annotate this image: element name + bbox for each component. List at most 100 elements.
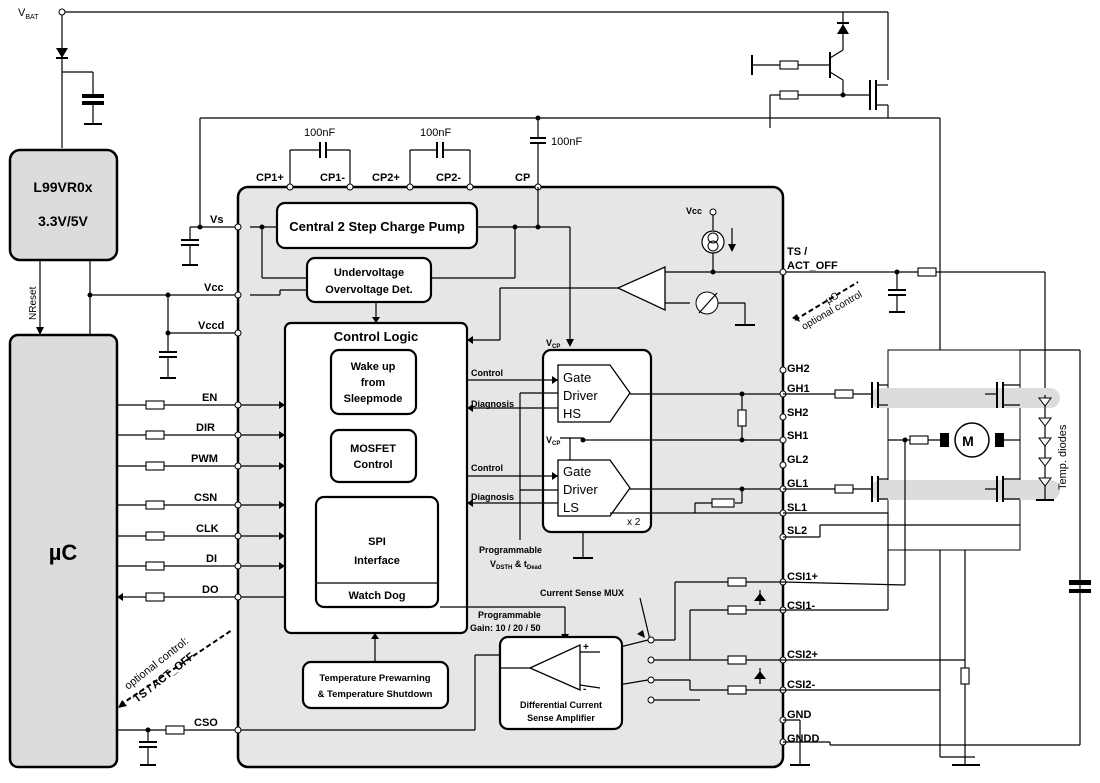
uv-line2: Overvoltage Det.	[325, 284, 412, 296]
pin-dir: DIR	[196, 422, 215, 434]
gate-driver-hs	[557, 364, 631, 423]
wakeup-line1: Wake up	[351, 361, 396, 373]
pin-csi2p: CSI2+	[787, 649, 818, 661]
spi-line2: Interface	[354, 555, 400, 567]
temp-diodes-label: Temp. diodes	[1057, 424, 1069, 490]
pin-vccd: Vccd	[198, 320, 224, 332]
pin-ts: TS /	[787, 246, 807, 258]
vcp-top-label: VCP	[546, 338, 560, 350]
amp-plus: +	[583, 642, 589, 653]
pin-csi1m: CSI1-	[787, 600, 815, 612]
control2-label: Control	[471, 463, 503, 473]
pin-gl1: GL1	[787, 478, 808, 490]
temperature-line2: & Temperature Shutdown	[318, 689, 433, 700]
vbat-rail	[56, 8, 889, 148]
pin-gnd: GND	[787, 709, 812, 721]
diagnosis1-label: Diagnosis	[471, 399, 514, 409]
pin-cp2m: CP2-	[436, 172, 461, 184]
prog-gain-line2: Gain: 10 / 20 / 50	[470, 623, 541, 633]
nreset-label: NReset	[28, 286, 39, 320]
supply-wiring	[159, 117, 940, 379]
diff-amp-line2: Sense Amplifier	[527, 713, 595, 723]
pin-sl2: SL2	[787, 525, 807, 537]
control-diagnosis-wiring	[467, 376, 558, 540]
ts-external	[783, 267, 1046, 395]
gate-ls-line1: Gate	[563, 464, 591, 479]
current-sense-wiring	[675, 577, 1080, 766]
gate-driver-outputs	[580, 391, 783, 514]
regulator-block	[8, 148, 119, 262]
programmable1-label: Programmable	[479, 545, 542, 555]
pin-gh1: GH1	[787, 383, 810, 395]
pin-sh2: SH2	[787, 407, 808, 419]
pin-cp2p: CP2+	[372, 172, 400, 184]
left-pins	[234, 223, 242, 734]
pin-vs: Vs	[210, 214, 223, 226]
charge-pump-caps	[289, 115, 546, 187]
watchdog-label: Watch Dog	[348, 590, 405, 602]
spi-line1: SPI	[368, 536, 386, 548]
ts-comparator	[467, 208, 783, 344]
pin-en: EN	[202, 392, 217, 404]
pin-do: DO	[202, 584, 219, 596]
pin-vcc: Vcc	[204, 282, 224, 294]
diff-amp-line1: Differential Current	[520, 700, 602, 710]
diff-amp-block	[498, 635, 624, 731]
cap1-label: 100nF	[304, 127, 335, 139]
prog-gain-line1: Programmable	[478, 610, 541, 620]
uv-line1: Undervoltage	[334, 267, 404, 279]
pin-gndd: GNDD	[787, 733, 819, 745]
uc-label: µC	[49, 540, 78, 565]
uv-ov-block	[305, 256, 433, 304]
regulator-voltage: 3.3V/5V	[38, 213, 88, 229]
pin-cso: CSO	[194, 717, 218, 729]
pin-cp1m: CP1-	[320, 172, 345, 184]
vdsth-label: VDSTH & tDead	[490, 559, 542, 571]
pin-pwm: PWM	[191, 453, 218, 465]
control-logic-label: Control Logic	[334, 329, 419, 344]
mosfet-line2: Control	[353, 459, 392, 471]
mosfet-line1: MOSFET	[350, 443, 396, 455]
pin-cp: CP	[515, 172, 530, 184]
motor-label: M	[962, 433, 974, 449]
pin-gl2: GL2	[787, 454, 808, 466]
pin-csi1p: CSI1+	[787, 571, 818, 583]
x2-label: x 2	[627, 517, 641, 528]
gate-ls-line3: LS	[563, 500, 579, 515]
gate-ls-line2: Driver	[563, 482, 598, 497]
amp-minus: -	[583, 684, 586, 695]
wakeup-block	[329, 348, 418, 416]
mux-switches	[599, 582, 700, 704]
spi-interface-block	[314, 495, 440, 609]
gate-driver-ls	[557, 459, 631, 517]
charge-pump-label: Central 2 Step Charge Pump	[289, 219, 465, 234]
pin-sh1: SH1	[787, 430, 808, 442]
pin-sl1: SL1	[787, 502, 807, 514]
gate-hs-line1: Gate	[563, 370, 591, 385]
diagnosis2-label: Diagnosis	[471, 492, 514, 502]
control1-label: Control	[471, 368, 503, 378]
temperature-block	[301, 660, 450, 710]
left-signal-wiring	[117, 400, 500, 766]
vbat-label: VBAT	[18, 7, 39, 21]
wakeup-line2: from	[361, 377, 386, 389]
vcc-source-label: Vcc	[686, 206, 702, 216]
pin-cp1p: CP1+	[256, 172, 284, 184]
pin-gh2: GH2	[787, 363, 810, 375]
diff-amp-symbol	[528, 643, 581, 691]
wakeup-line3: Sleepmode	[344, 393, 403, 405]
pin-csi2m: CSI2-	[787, 679, 815, 691]
gate-hs-line3: HS	[563, 406, 581, 421]
temperature-line1: Temperature Prewarning	[319, 673, 430, 684]
current-sense-mux-label: Current Sense MUX	[540, 588, 624, 598]
microcontroller-block	[8, 333, 119, 769]
h-bridge	[783, 118, 1091, 757]
cap3-label: 100nF	[551, 136, 582, 148]
pin-csn: CSN	[194, 492, 217, 504]
mosfet-control-block	[329, 428, 418, 484]
pin-di: DI	[206, 553, 217, 565]
pin-act-off: ACT_OFF	[787, 260, 838, 272]
pin-clk: CLK	[196, 523, 219, 535]
top-pins	[286, 183, 542, 191]
